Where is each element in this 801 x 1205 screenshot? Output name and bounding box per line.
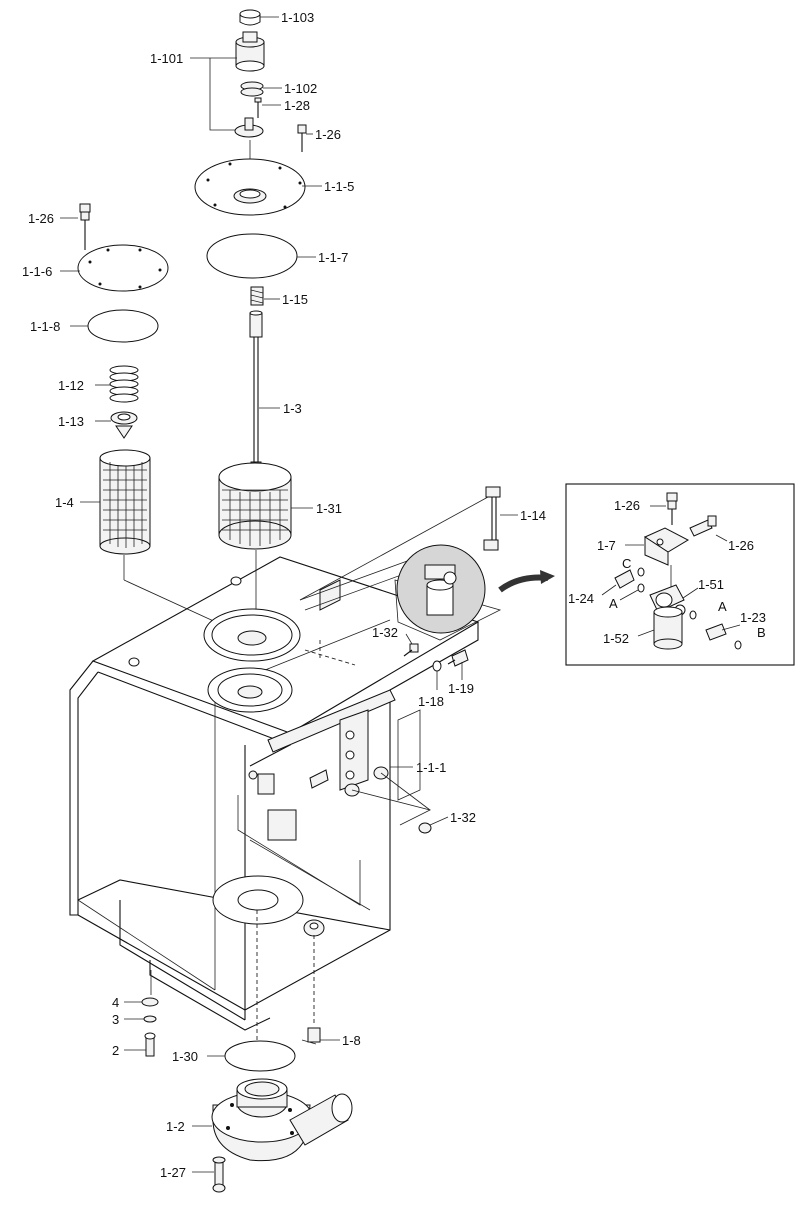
detail-label-1-7: 1-7 — [597, 538, 616, 553]
label-2: 2 — [112, 1043, 119, 1058]
detail-label-C: C — [622, 556, 631, 571]
bolt-1-32-lower — [418, 822, 432, 834]
tank-body — [69, 556, 480, 1055]
bolt-1-32-upper — [403, 643, 419, 657]
screw-1-26-left — [79, 203, 91, 250]
cap-1-103 — [239, 9, 261, 26]
detail-label-A-left: A — [609, 596, 618, 611]
label-1-1-8: 1-1-8 — [30, 319, 60, 334]
label-1-13: 1-13 — [58, 414, 84, 429]
label-1-27: 1-27 — [160, 1165, 186, 1180]
screw-1-26-top — [297, 124, 307, 152]
detail-label-B: B — [757, 625, 766, 640]
callout-labels: 1-103 1-101 1-102 1-28 1-26 1-1-5 1-26 1… — [22, 10, 546, 1180]
label-1-1-7: 1-1-7 — [318, 250, 348, 265]
label-3: 3 — [112, 1012, 119, 1027]
label-1-32-upper: 1-32 — [372, 625, 398, 640]
label-1-31: 1-31 — [316, 501, 342, 516]
valve-1-13 — [110, 411, 138, 439]
label-1-30: 1-30 — [172, 1049, 198, 1064]
detail-label-1-26-b: 1-26 — [728, 538, 754, 553]
label-1-103: 1-103 — [281, 10, 314, 25]
pump-housing-1-2 — [211, 1078, 353, 1162]
bolt-1-27 — [212, 1156, 226, 1193]
label-1-14: 1-14 — [520, 508, 546, 523]
label-1-12: 1-12 — [58, 378, 84, 393]
label-1-102: 1-102 — [284, 81, 317, 96]
label-1-101: 1-101 — [150, 51, 183, 66]
oring-1-18 — [432, 660, 442, 672]
rod-1-3 — [249, 310, 263, 471]
plug-1-19 — [447, 649, 469, 667]
label-1-1-5: 1-1-5 — [324, 179, 354, 194]
filter-element-1-31 — [218, 462, 292, 550]
label-4: 4 — [112, 995, 119, 1010]
plate-1-1-5 — [194, 158, 306, 216]
washer-3 — [143, 1015, 157, 1023]
label-1-4: 1-4 — [55, 495, 74, 510]
detail-label-A-right: A — [718, 599, 727, 614]
label-1-3: 1-3 — [283, 401, 302, 416]
label-1-1-1: 1-1-1 — [416, 760, 446, 775]
label-1-8: 1-8 — [342, 1033, 361, 1048]
plate-1-1-6 — [77, 244, 169, 292]
label-1-28: 1-28 — [284, 98, 310, 113]
detail-label-1-51: 1-51 — [698, 577, 724, 592]
label-1-15: 1-15 — [282, 292, 308, 307]
gasket-1-30 — [224, 1040, 296, 1072]
leader-lines — [60, 16, 518, 1173]
rod-1-14 — [299, 486, 501, 601]
fitting-1-8 — [301, 1027, 321, 1045]
filter-element-1-4 — [99, 449, 151, 555]
flange-base-1-101 — [234, 117, 264, 138]
label-1-1-6: 1-1-6 — [22, 264, 52, 279]
gasket-1-1-8 — [87, 309, 159, 343]
label-1-2: 1-2 — [166, 1119, 185, 1134]
gasket-1-1-7 — [206, 233, 298, 279]
cap-body-1-101 — [235, 31, 265, 72]
label-1-19: 1-19 — [448, 681, 474, 696]
detail-magnifier — [394, 544, 555, 641]
detail-box: 1-26 1-26 1-7 C 1-51 1-24 A A 1-23 B 1-5… — [565, 483, 795, 666]
label-1-18: 1-18 — [418, 694, 444, 709]
detail-label-1-24: 1-24 — [568, 591, 594, 606]
bolt-2 — [144, 1032, 156, 1057]
ring-1-102 — [240, 81, 264, 97]
spring-1-12 — [109, 365, 139, 403]
label-1-26-left: 1-26 — [28, 211, 54, 226]
label-1-26-top: 1-26 — [315, 127, 341, 142]
washer-4 — [141, 997, 159, 1007]
detail-label-1-52: 1-52 — [603, 631, 629, 646]
screw-1-28 — [254, 97, 262, 118]
detail-label-1-26-a: 1-26 — [614, 498, 640, 513]
spring-1-15 — [250, 286, 264, 306]
label-1-32-lower: 1-32 — [450, 810, 476, 825]
detail-label-1-23: 1-23 — [740, 610, 766, 625]
